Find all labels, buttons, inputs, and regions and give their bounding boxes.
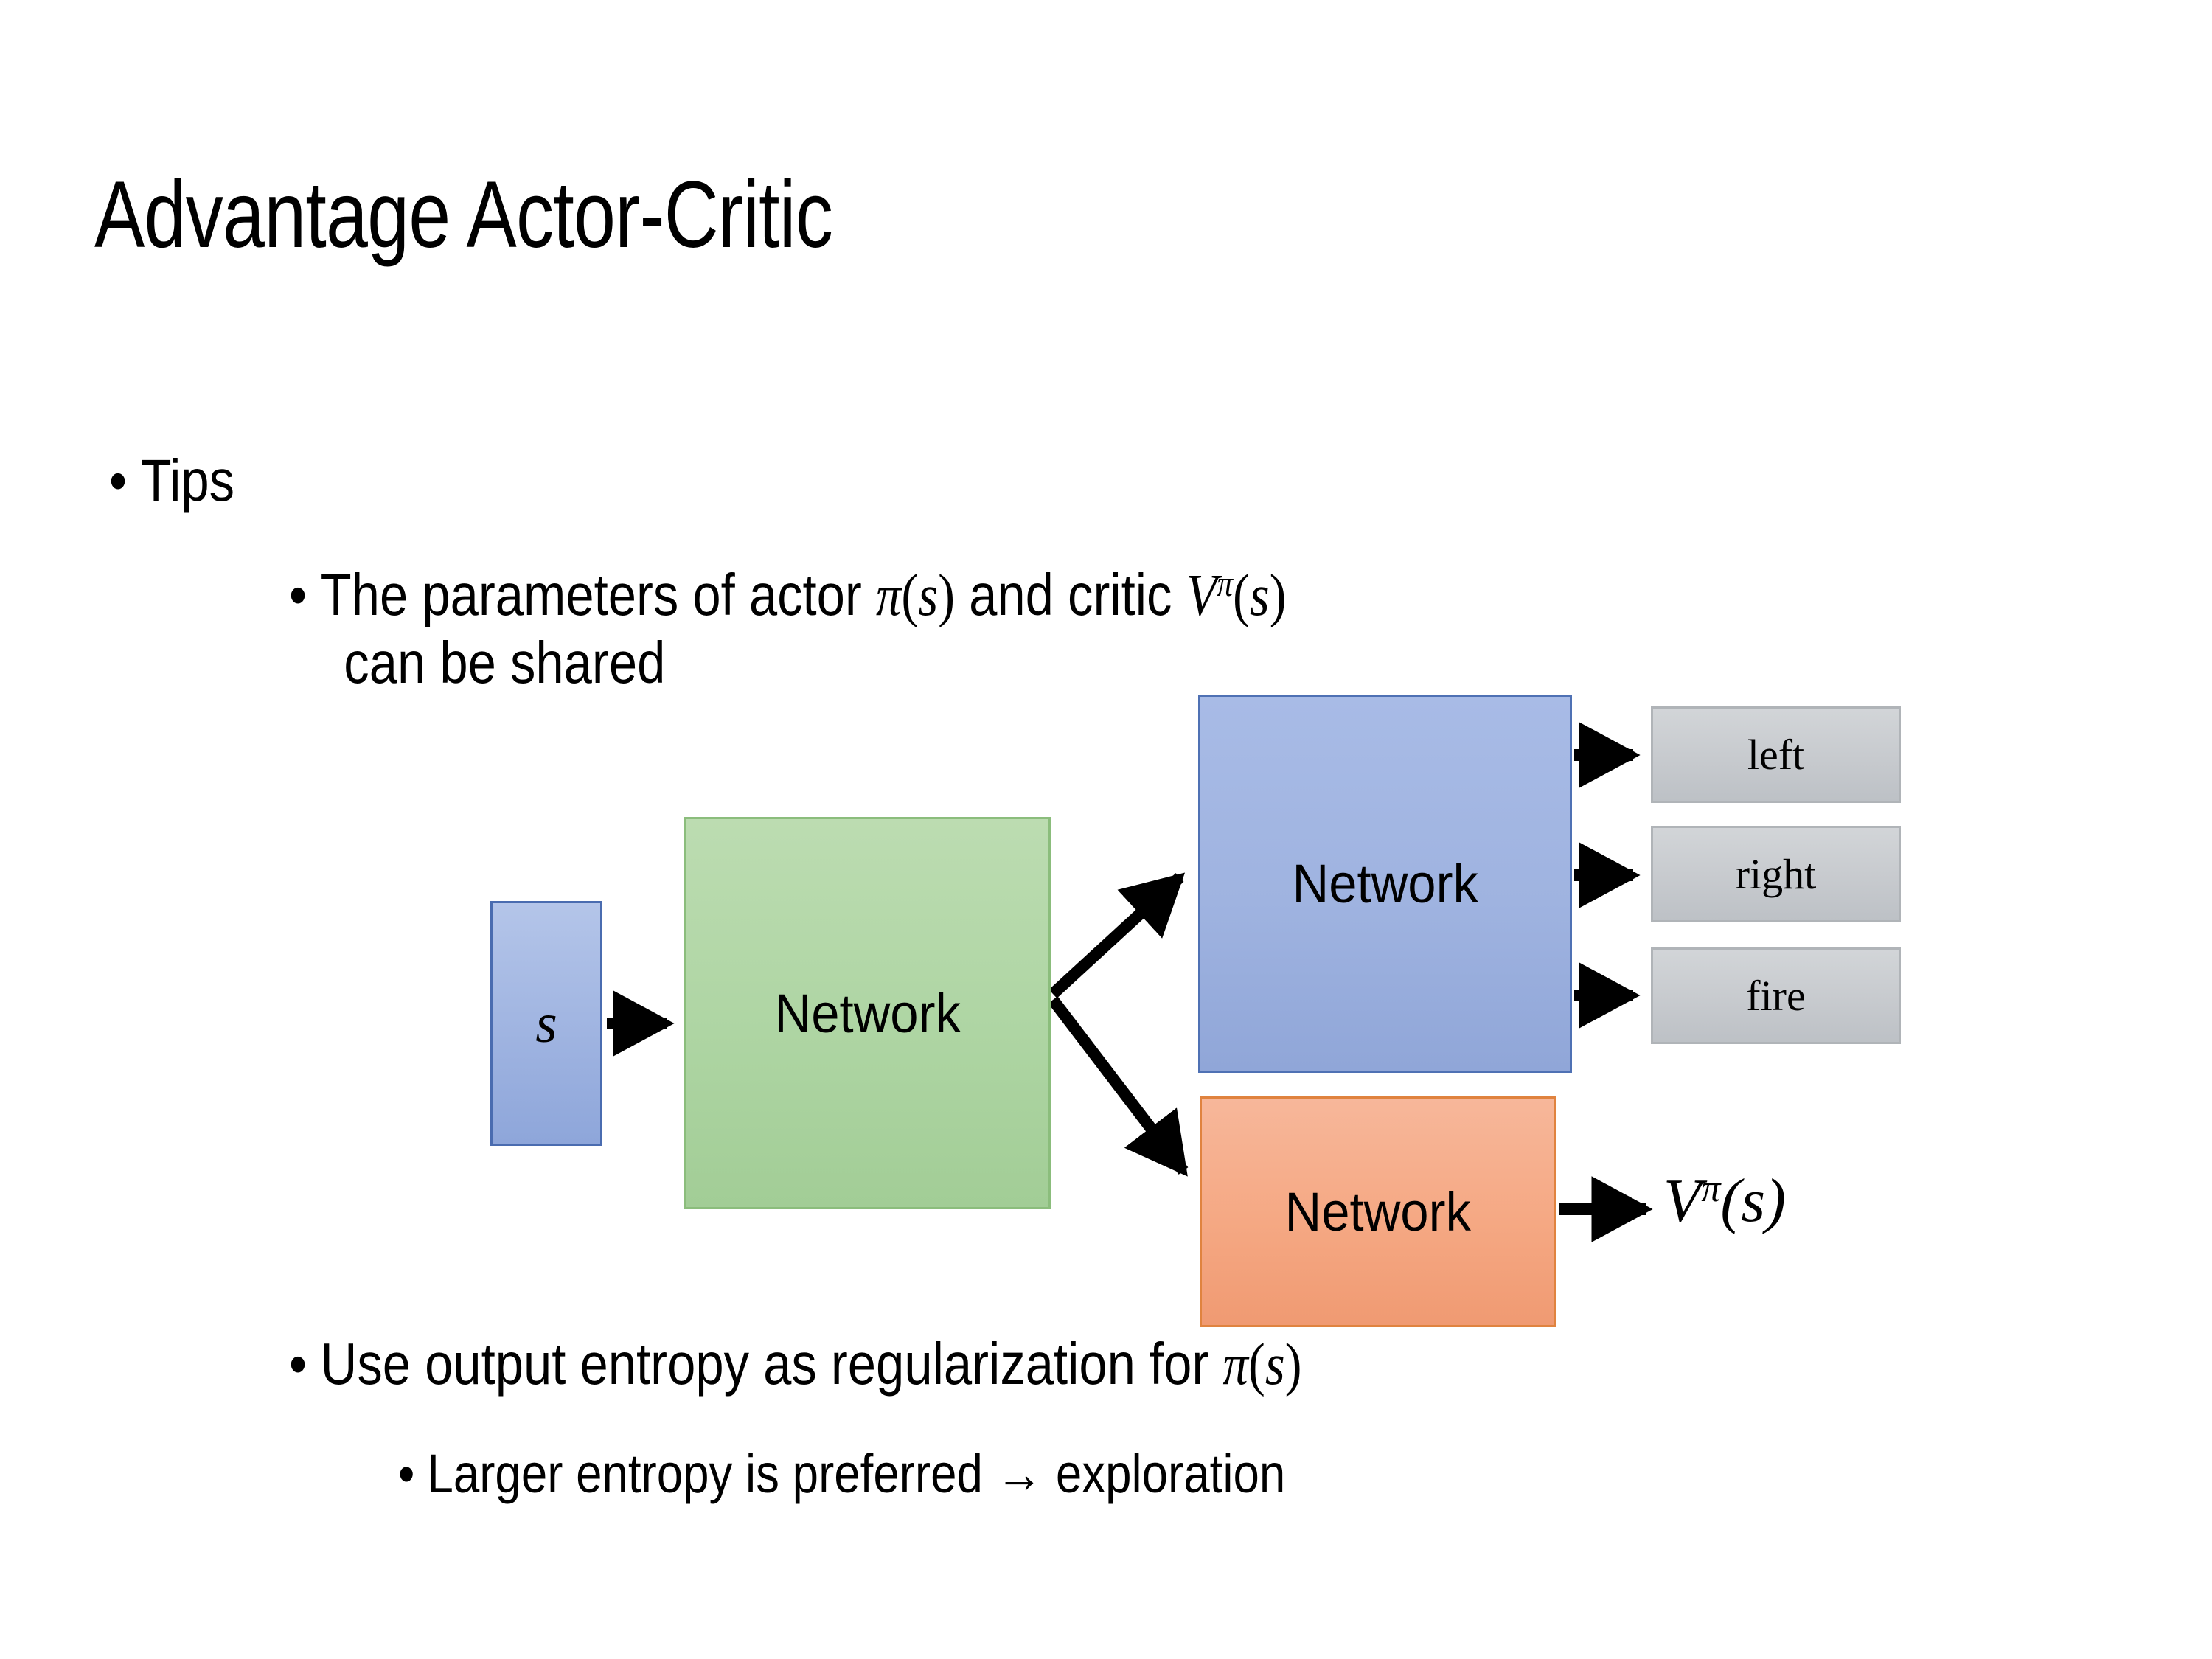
action-box-left[interactable]: left bbox=[1651, 706, 1901, 803]
math-paren-close: ) bbox=[1269, 563, 1287, 628]
arrow-shared-to-critic bbox=[1048, 996, 1189, 1177]
math-pi-superscript: π bbox=[1217, 563, 1233, 605]
action-label-left: left bbox=[1747, 731, 1805, 779]
math-pi-glyph: π bbox=[1222, 1332, 1248, 1397]
math-s-glyph: s bbox=[1249, 563, 1270, 628]
action-box-fire[interactable]: fire bbox=[1651, 947, 1901, 1044]
actor-network-label: Network bbox=[1292, 853, 1478, 914]
critic-output-pi-superscript: π bbox=[1701, 1167, 1721, 1210]
action-label-fire: fire bbox=[1746, 972, 1806, 1020]
page-title: Advantage Actor-Critic bbox=[94, 162, 833, 268]
math-paren-open: ( bbox=[1248, 1332, 1265, 1397]
bullet-parameters-text-mid: and critic bbox=[955, 562, 1186, 627]
math-paren-close: ) bbox=[1284, 1332, 1302, 1397]
critic-output-arg: (s) bbox=[1720, 1166, 1787, 1235]
bullet-parameters-shared: The parameters of actor π(s) and critic … bbox=[289, 562, 1287, 695]
math-s-glyph: s bbox=[1265, 1332, 1285, 1397]
math-pi-of-s: π(s) bbox=[876, 563, 955, 628]
bullet-parameters-text-pre: The parameters of actor bbox=[320, 562, 876, 627]
action-label-right: right bbox=[1735, 850, 1817, 898]
critic-output-value-label: Vπ(s) bbox=[1663, 1165, 1786, 1237]
math-paren-open: ( bbox=[901, 563, 919, 628]
critic-network-label: Network bbox=[1284, 1181, 1471, 1242]
math-pi-glyph: π bbox=[875, 563, 902, 628]
math-paren-open: ( bbox=[1232, 563, 1250, 628]
bullet-parameters-text-line2: can be shared bbox=[344, 629, 666, 695]
state-input-label: s bbox=[535, 992, 557, 1054]
bullet-entropy-text: Use output entropy as regularization for bbox=[320, 1331, 1223, 1397]
critic-output-V: V bbox=[1663, 1166, 1702, 1235]
actor-network-box[interactable]: Network bbox=[1198, 695, 1572, 1073]
shared-network-box[interactable]: Network bbox=[684, 817, 1051, 1209]
math-pi-of-s: π(s) bbox=[1222, 1332, 1301, 1397]
bullet-larger-entropy-label: Larger entropy is preferred → exploratio… bbox=[427, 1443, 1286, 1504]
math-v-pi-of-s: Vπ(s) bbox=[1186, 563, 1287, 628]
arrow-shared-to-actor bbox=[1048, 872, 1186, 998]
bullet-tips-label: Tips bbox=[140, 448, 235, 513]
math-paren-close: ) bbox=[938, 563, 956, 628]
shared-network-label: Network bbox=[774, 982, 961, 1044]
math-s-glyph: s bbox=[918, 563, 939, 628]
bullet-larger-entropy: Larger entropy is preferred → exploratio… bbox=[398, 1444, 1285, 1503]
state-input-box[interactable]: s bbox=[490, 901, 602, 1146]
math-V-glyph: V bbox=[1186, 563, 1217, 628]
bullet-entropy-regularization: Use output entropy as regularization for… bbox=[289, 1331, 1302, 1399]
action-box-right[interactable]: right bbox=[1651, 826, 1901, 922]
bullet-tips: Tips bbox=[109, 450, 234, 512]
critic-network-box[interactable]: Network bbox=[1200, 1096, 1556, 1327]
